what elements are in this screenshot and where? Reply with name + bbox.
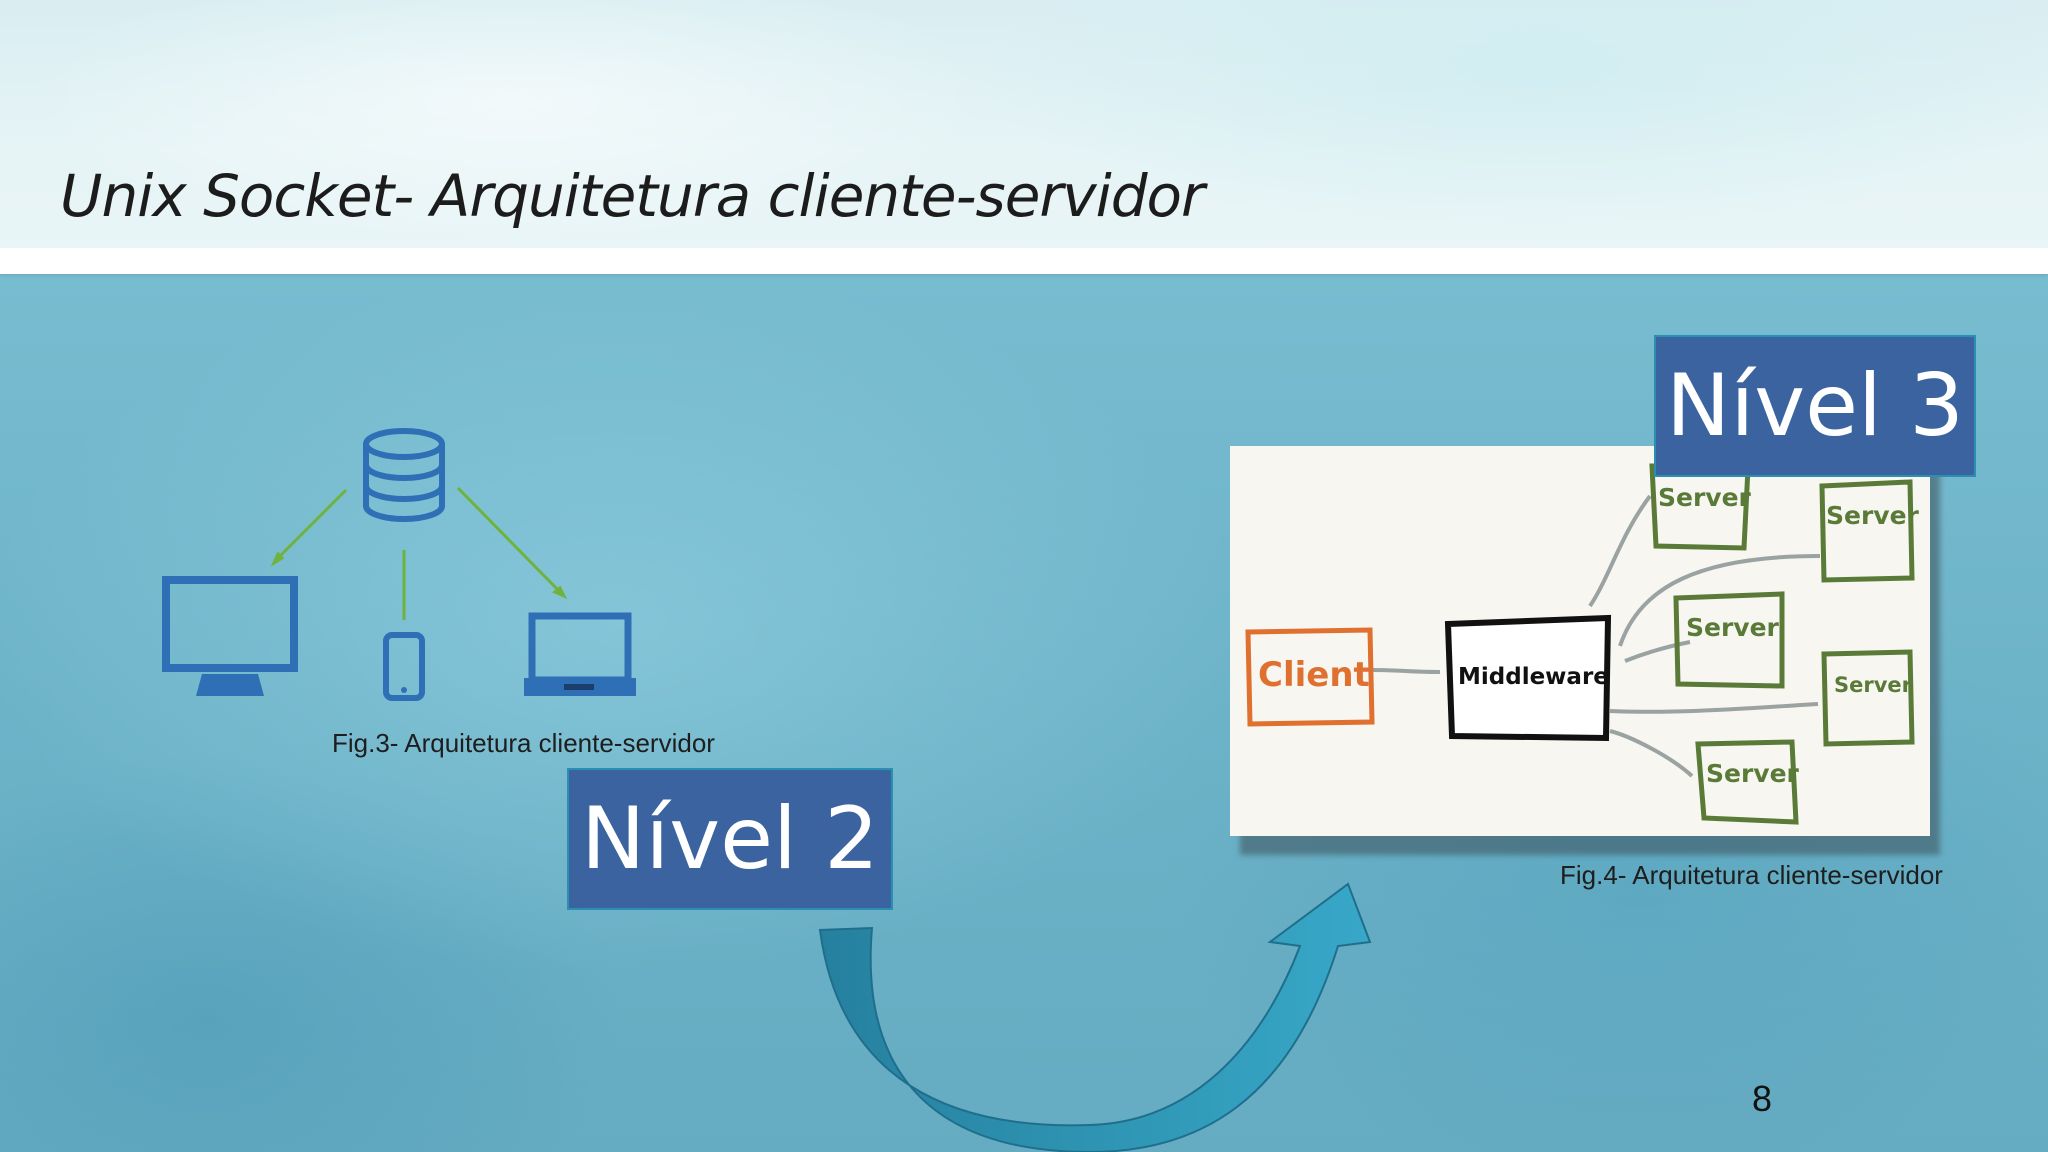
client-server-icon-diagram <box>162 428 636 701</box>
server-label: Server <box>1826 501 1920 530</box>
monitor-icon <box>162 576 298 696</box>
middleware-node: Middleware <box>1444 614 1612 742</box>
middleware-diagram-image: Client Middleware Server Server Server <box>1230 446 1930 836</box>
client-label: Client <box>1258 655 1370 695</box>
server-label: Server <box>1658 483 1752 512</box>
page-number: 8 <box>1752 1078 1773 1119</box>
server-label: Server <box>1686 613 1780 642</box>
curved-arrow-icon <box>818 882 1372 1152</box>
server-node-2: Server <box>1819 479 1920 583</box>
middleware-label: Middleware <box>1458 664 1609 690</box>
server-node-1: Server <box>1649 463 1752 551</box>
database-icon <box>363 428 445 522</box>
figure3-caption: Fig.3- Arquitetura cliente-servidor <box>332 728 715 758</box>
client-node: Client <box>1245 627 1375 727</box>
figure4-caption: Fig.4- Arquitetura cliente-servidor <box>1560 860 1943 890</box>
header-background <box>0 0 2048 252</box>
server-label: Server <box>1706 759 1800 788</box>
smartphone-icon <box>383 632 425 701</box>
server-node-5: Server <box>1695 739 1800 825</box>
server-label: Server <box>1834 673 1913 697</box>
server-node-3: Server <box>1673 591 1785 689</box>
server-node-4: Server <box>1821 649 1915 747</box>
diagram-links <box>1369 494 1821 778</box>
slide-title: Unix Socket- Arquitetura cliente-servido… <box>60 162 1205 230</box>
laptop-icon <box>524 612 636 696</box>
header-divider <box>0 248 2048 274</box>
connector-lines <box>270 486 568 620</box>
level-2-label: Nível 2 <box>567 768 893 910</box>
level-3-label: Nível 3 <box>1654 335 1976 477</box>
